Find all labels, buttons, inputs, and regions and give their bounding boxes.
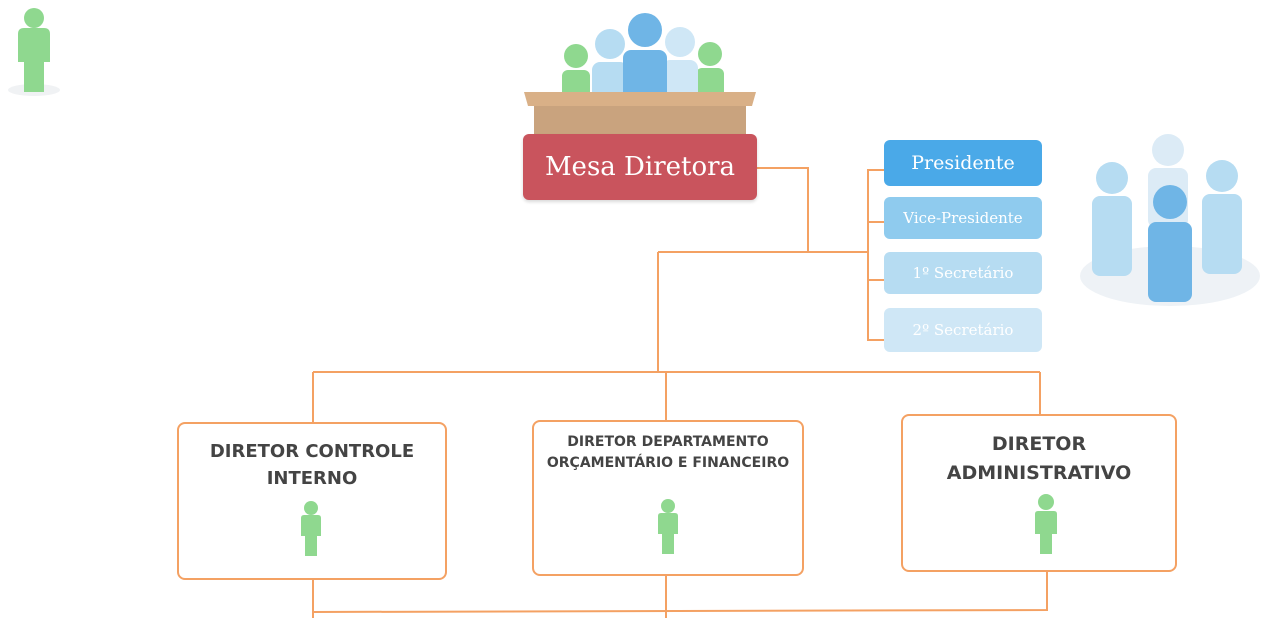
role-label: 1º Secretário: [912, 264, 1014, 282]
person-icon: [1035, 494, 1057, 554]
role-vice-presidente: Vice-Presidente: [884, 197, 1042, 239]
role-label: Presidente: [911, 152, 1015, 174]
director-administrativo-box: DIRETOR ADMINISTRATIVO: [901, 414, 1177, 572]
role-label: Vice-Presidente: [903, 209, 1023, 227]
director-title: DIRETOR ADMINISTRATIVO: [946, 433, 1132, 484]
director-controle-interno-box: DIRETOR CONTROLE INTERNO: [177, 422, 447, 580]
director-orcamentario-box: DIRETOR DEPARTAMENTO ORÇAMENTÁRIO E FINA…: [532, 420, 804, 576]
person-icon: [8, 8, 60, 96]
role-label: 2º Secretário: [912, 321, 1014, 339]
podium-people-icon: [524, 13, 756, 136]
role-presidente: Presidente: [884, 140, 1042, 186]
person-icon: [301, 501, 321, 556]
person-icon: [658, 499, 678, 554]
role-segundo-secretario: 2º Secretário: [884, 308, 1042, 352]
director-title: DIRETOR DEPARTAMENTO ORÇAMENTÁRIO E FINA…: [546, 434, 790, 471]
role-primeiro-secretario: 1º Secretário: [884, 252, 1042, 294]
mesa-diretora-label: Mesa Diretora: [544, 152, 736, 182]
mesa-diretora-box: Mesa Diretora: [523, 134, 757, 200]
director-title: DIRETOR CONTROLE INTERNO: [209, 441, 415, 489]
people-group-icon: [1080, 134, 1260, 306]
